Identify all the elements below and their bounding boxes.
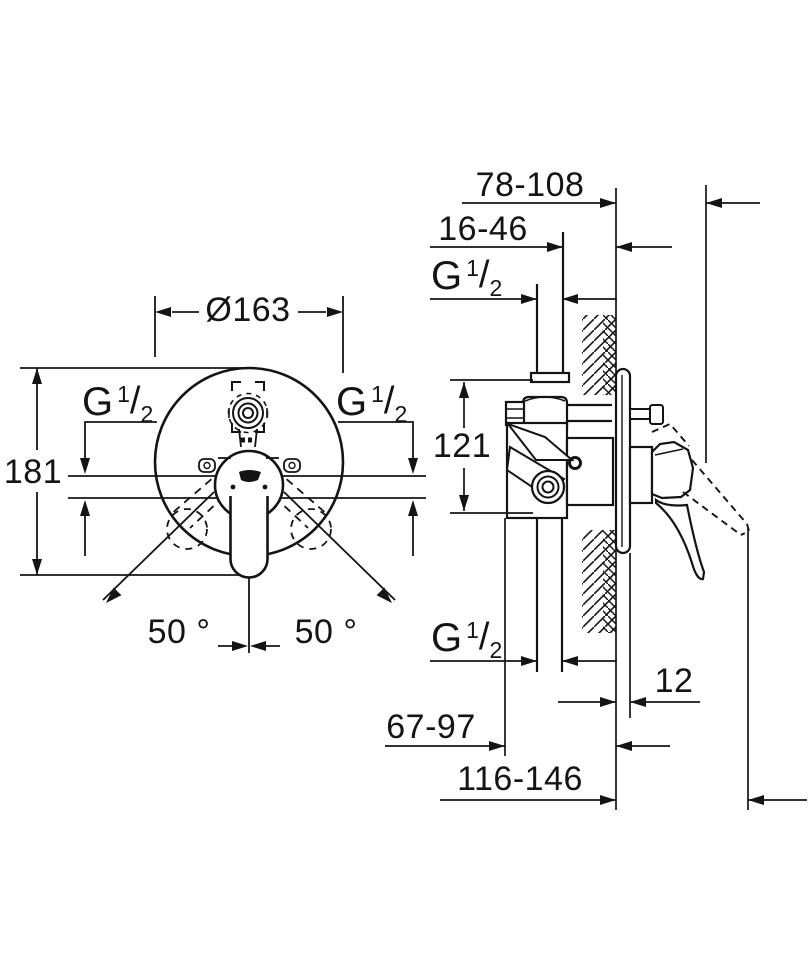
handle-ear-right — [283, 458, 301, 473]
handle-blade — [654, 497, 706, 581]
label-78-108: 78-108 — [475, 166, 585, 204]
label-diameter: Ø163 — [205, 291, 291, 329]
handle-hub — [650, 440, 695, 500]
rosette-neck — [238, 428, 258, 448]
handle-lever-front — [229, 496, 269, 579]
dimension-lines — [385, 198, 807, 805]
swing-angle-lines — [102, 491, 396, 653]
mounting-box — [565, 436, 615, 507]
dim-181 — [32, 368, 42, 575]
label-16-46: 16-46 — [438, 210, 528, 248]
thread-bracket-right — [338, 421, 418, 556]
thread-bracket-left — [80, 421, 157, 556]
front-view — [20, 296, 426, 653]
wall-section — [582, 315, 616, 633]
handle-open-position-dashed — [651, 422, 751, 536]
handle-side — [628, 422, 751, 581]
diverter-pin — [629, 404, 664, 425]
handle-mouth — [239, 470, 261, 482]
extension-lines — [450, 185, 749, 810]
label-121: 121 — [432, 427, 492, 465]
label-angle-right: 50 ° — [294, 613, 358, 651]
outlet-dashed-square — [231, 381, 265, 433]
handle-ear-left — [198, 458, 216, 473]
escutcheon-plate-side — [614, 367, 632, 555]
label-12: 12 — [654, 662, 694, 700]
dim-dia163 — [154, 296, 344, 373]
valve-body — [504, 232, 615, 672]
label-67-97: 67-97 — [386, 708, 476, 746]
handle-adapter — [628, 445, 654, 505]
side-view — [385, 185, 807, 810]
shower-outlet-rosette — [227, 392, 269, 434]
pipe-collar — [529, 371, 571, 384]
label-height-181: 181 — [3, 453, 63, 491]
angle-arrow-left — [106, 587, 122, 603]
lever-rotation-dashes — [166, 469, 332, 550]
angle-arrow-right — [376, 587, 392, 603]
label-angle-left: 50 ° — [147, 613, 211, 651]
handle-front — [198, 449, 301, 579]
label-116-146: 116-146 — [457, 760, 583, 798]
